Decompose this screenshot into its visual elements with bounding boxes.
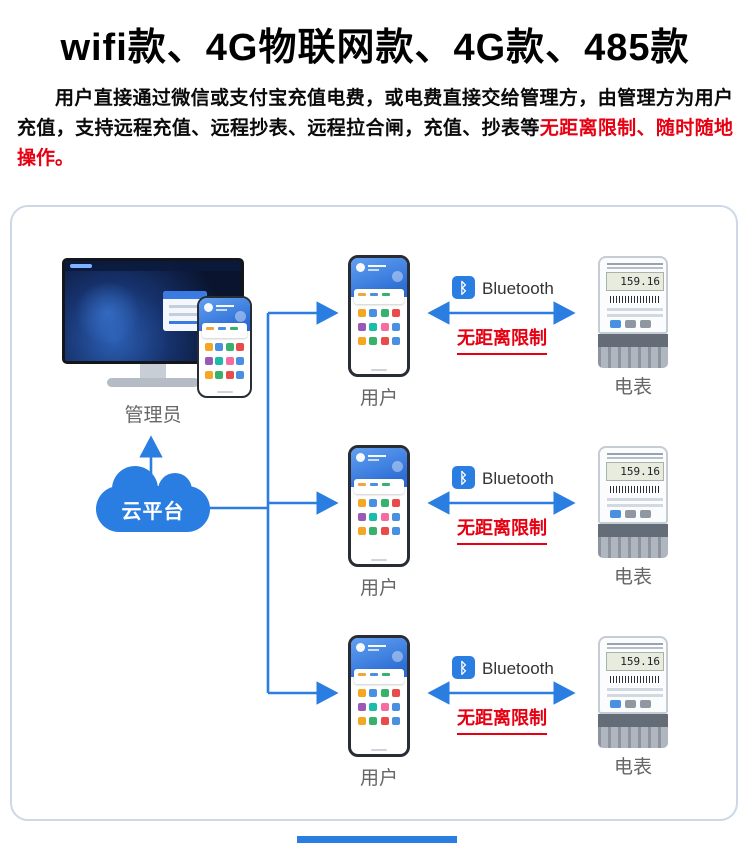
admin-label: 管理员 xyxy=(124,405,182,426)
meter-barcode xyxy=(610,676,660,683)
app-icon-grid xyxy=(351,309,407,346)
avatar-icon xyxy=(356,263,365,272)
user-label-1: 用户 xyxy=(359,388,398,409)
monitor-stand xyxy=(140,364,166,378)
app-header xyxy=(351,638,407,685)
bluetooth-label-3: Bluetooth xyxy=(482,659,554,678)
home-indicator xyxy=(371,559,387,561)
meter-barcode xyxy=(610,296,660,303)
app-header xyxy=(351,448,407,495)
avatar-icon xyxy=(356,643,365,652)
meter-band xyxy=(598,524,668,537)
dashboard-logo xyxy=(70,264,92,268)
app-card xyxy=(354,479,404,495)
intro-highlight: 无距离限制、随时随地操作。 xyxy=(17,118,733,170)
meter-3: 159.16 xyxy=(598,636,668,748)
bluetooth-icon: ᛒ xyxy=(452,656,475,679)
limit-label-3: 无距离限制 xyxy=(426,704,578,735)
meter-2: 159.16 xyxy=(598,446,668,558)
meter-label-3: 电表 xyxy=(613,757,652,778)
meter-body: 159.16 xyxy=(598,636,668,714)
bottom-divider xyxy=(297,836,457,843)
balance-badge xyxy=(392,651,403,662)
user-label-3: 用户 xyxy=(359,768,398,789)
user-phone-2 xyxy=(348,445,410,567)
app-icon-grid xyxy=(199,343,250,380)
balance-badge xyxy=(235,311,246,322)
limit-label-1: 无距离限制 xyxy=(426,324,578,355)
meter-body: 159.16 xyxy=(598,446,668,524)
meter-band xyxy=(598,714,668,727)
app-header xyxy=(351,258,407,305)
meter-lcd: 159.16 xyxy=(606,652,664,671)
home-indicator xyxy=(216,391,233,393)
balance-badge xyxy=(392,461,403,472)
app-header xyxy=(199,298,250,339)
page-title: wifi款、4G物联网款、4G款、485款 xyxy=(60,27,690,69)
user-label-2: 用户 xyxy=(359,578,398,599)
meter-buttons xyxy=(610,510,621,518)
home-indicator xyxy=(371,749,387,751)
bluetooth-icon: ᛒ xyxy=(452,276,475,299)
meter-terminal xyxy=(598,727,668,748)
meter-buttons xyxy=(610,700,621,708)
home-indicator xyxy=(371,369,387,371)
intro-body: 用户直接通过微信或支付宝充值电费，或电费直接交给管理方，由管理方为用户充值，支持… xyxy=(17,88,733,140)
dashboard-graphic xyxy=(73,283,143,343)
meter-1: 159.16 xyxy=(598,256,668,368)
limit-label-2: 无距离限制 xyxy=(426,514,578,545)
admin-phone xyxy=(197,296,252,398)
meter-buttons xyxy=(610,320,621,328)
user-phone-3 xyxy=(348,635,410,757)
meter-label-1: 电表 xyxy=(613,377,652,398)
balance-badge xyxy=(392,271,403,282)
user-phone-1 xyxy=(348,255,410,377)
avatar-icon xyxy=(356,453,365,462)
intro-paragraph: 用户直接通过微信或支付宝充值电费，或电费直接交给管理方，由管理方为用户充值，支持… xyxy=(17,84,733,174)
meter-band xyxy=(598,334,668,347)
meter-label-2: 电表 xyxy=(613,567,652,588)
cloud-label: 云平台 xyxy=(121,500,185,523)
dashboard-topbar xyxy=(65,261,241,271)
avatar-icon xyxy=(204,303,213,312)
cloud-icon: 云平台 xyxy=(96,466,210,532)
bluetooth-label-1: Bluetooth xyxy=(482,279,554,298)
meter-lcd: 159.16 xyxy=(606,462,664,481)
meter-barcode xyxy=(610,486,660,493)
app-card xyxy=(202,323,247,339)
app-card xyxy=(354,669,404,685)
app-icon-grid xyxy=(351,689,407,726)
meter-body: 159.16 xyxy=(598,256,668,334)
meter-terminal xyxy=(598,537,668,558)
meter-terminal xyxy=(598,347,668,368)
bluetooth-label-2: Bluetooth xyxy=(482,469,554,488)
app-card xyxy=(354,289,404,305)
meter-lcd: 159.16 xyxy=(606,272,664,291)
monitor-base xyxy=(107,378,199,387)
bluetooth-icon: ᛒ xyxy=(452,466,475,489)
app-icon-grid xyxy=(351,499,407,536)
